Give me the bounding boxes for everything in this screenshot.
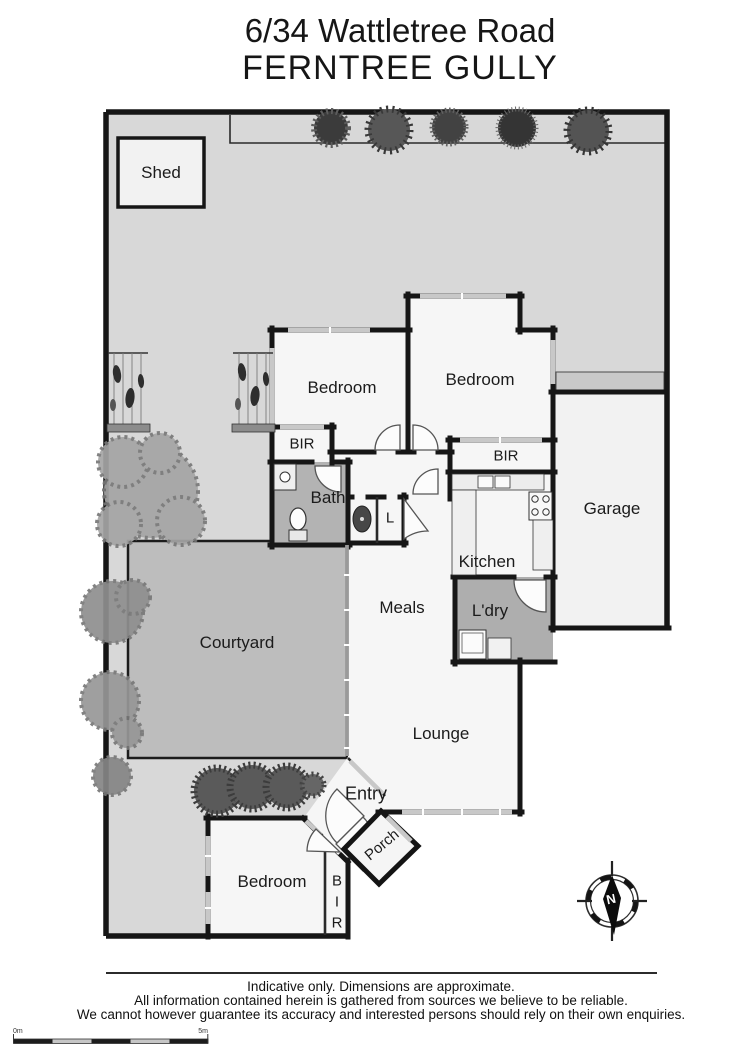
- window-ticks: [205, 293, 501, 909]
- porch-sidelight-window: [385, 815, 413, 843]
- scale-bar: [13, 1034, 209, 1044]
- bedroom3-door-arc: [306, 828, 342, 853]
- disclaimer-line-2: All information contained herein is gath…: [134, 993, 628, 1008]
- kitchen-sink-left: [477, 475, 494, 489]
- vanity-basin: [279, 471, 291, 483]
- kitchen-sink-right: [494, 475, 511, 489]
- bedroom2-floor: [408, 296, 553, 452]
- laundry-door-arc: [513, 579, 547, 613]
- compass-needle: [603, 875, 621, 935]
- bushes-bottom: [190, 761, 327, 818]
- bath-door-arc: [314, 465, 342, 493]
- scale-label-start: 0m: [13, 1028, 23, 1035]
- page-title-suburb: FERNTREE GULLY: [242, 49, 558, 87]
- trellis-plants-2: [231, 352, 276, 433]
- toilet-room-floor: [377, 495, 404, 543]
- disclaimer-line-3: We cannot however guarantee its accuracy…: [76, 1007, 686, 1022]
- kitchen-bench-right: [532, 519, 554, 571]
- bedroom3-floor: [208, 818, 325, 935]
- garden-bed-bushes: [311, 105, 613, 156]
- disclaimer-line-1: Indicative only. Dimensions are approxim…: [247, 979, 515, 994]
- toilet-tank: [288, 529, 308, 542]
- kitchen-bench-left: [451, 489, 477, 576]
- trees-left: [79, 431, 207, 797]
- washing-machine-icon: [458, 629, 487, 660]
- compass: [577, 861, 647, 941]
- entry-door-arc-inner: [325, 788, 365, 844]
- stove-icon: [528, 491, 553, 521]
- windows: [205, 293, 556, 924]
- footer-divider: [106, 972, 657, 974]
- toilet-icon: [289, 507, 307, 531]
- bir3-floor: [325, 850, 348, 935]
- courtyard-area: [126, 539, 349, 760]
- bir1-floor: [272, 427, 332, 462]
- meals-lounge-entry-floor: [303, 497, 520, 849]
- tree-4: [91, 755, 133, 797]
- meals-door-leaf: [403, 497, 430, 541]
- scale-label-end: 5m: [198, 1028, 208, 1035]
- hall-door-arc: [412, 468, 439, 495]
- shed-structure: [116, 136, 206, 209]
- bedroom2-door-arc: [412, 424, 439, 451]
- tree-3: [79, 670, 141, 732]
- garage-floor: [553, 392, 667, 628]
- page-title-address: 6/34 Wattletree Road: [244, 12, 556, 49]
- garage-door-apron: [555, 371, 665, 391]
- bedroom1-door-arc: [374, 424, 401, 451]
- fixtures: [273, 463, 554, 660]
- trellis-plants-1: [106, 352, 151, 433]
- laundry-trough-icon: [487, 637, 512, 660]
- bir2-floor: [450, 440, 553, 472]
